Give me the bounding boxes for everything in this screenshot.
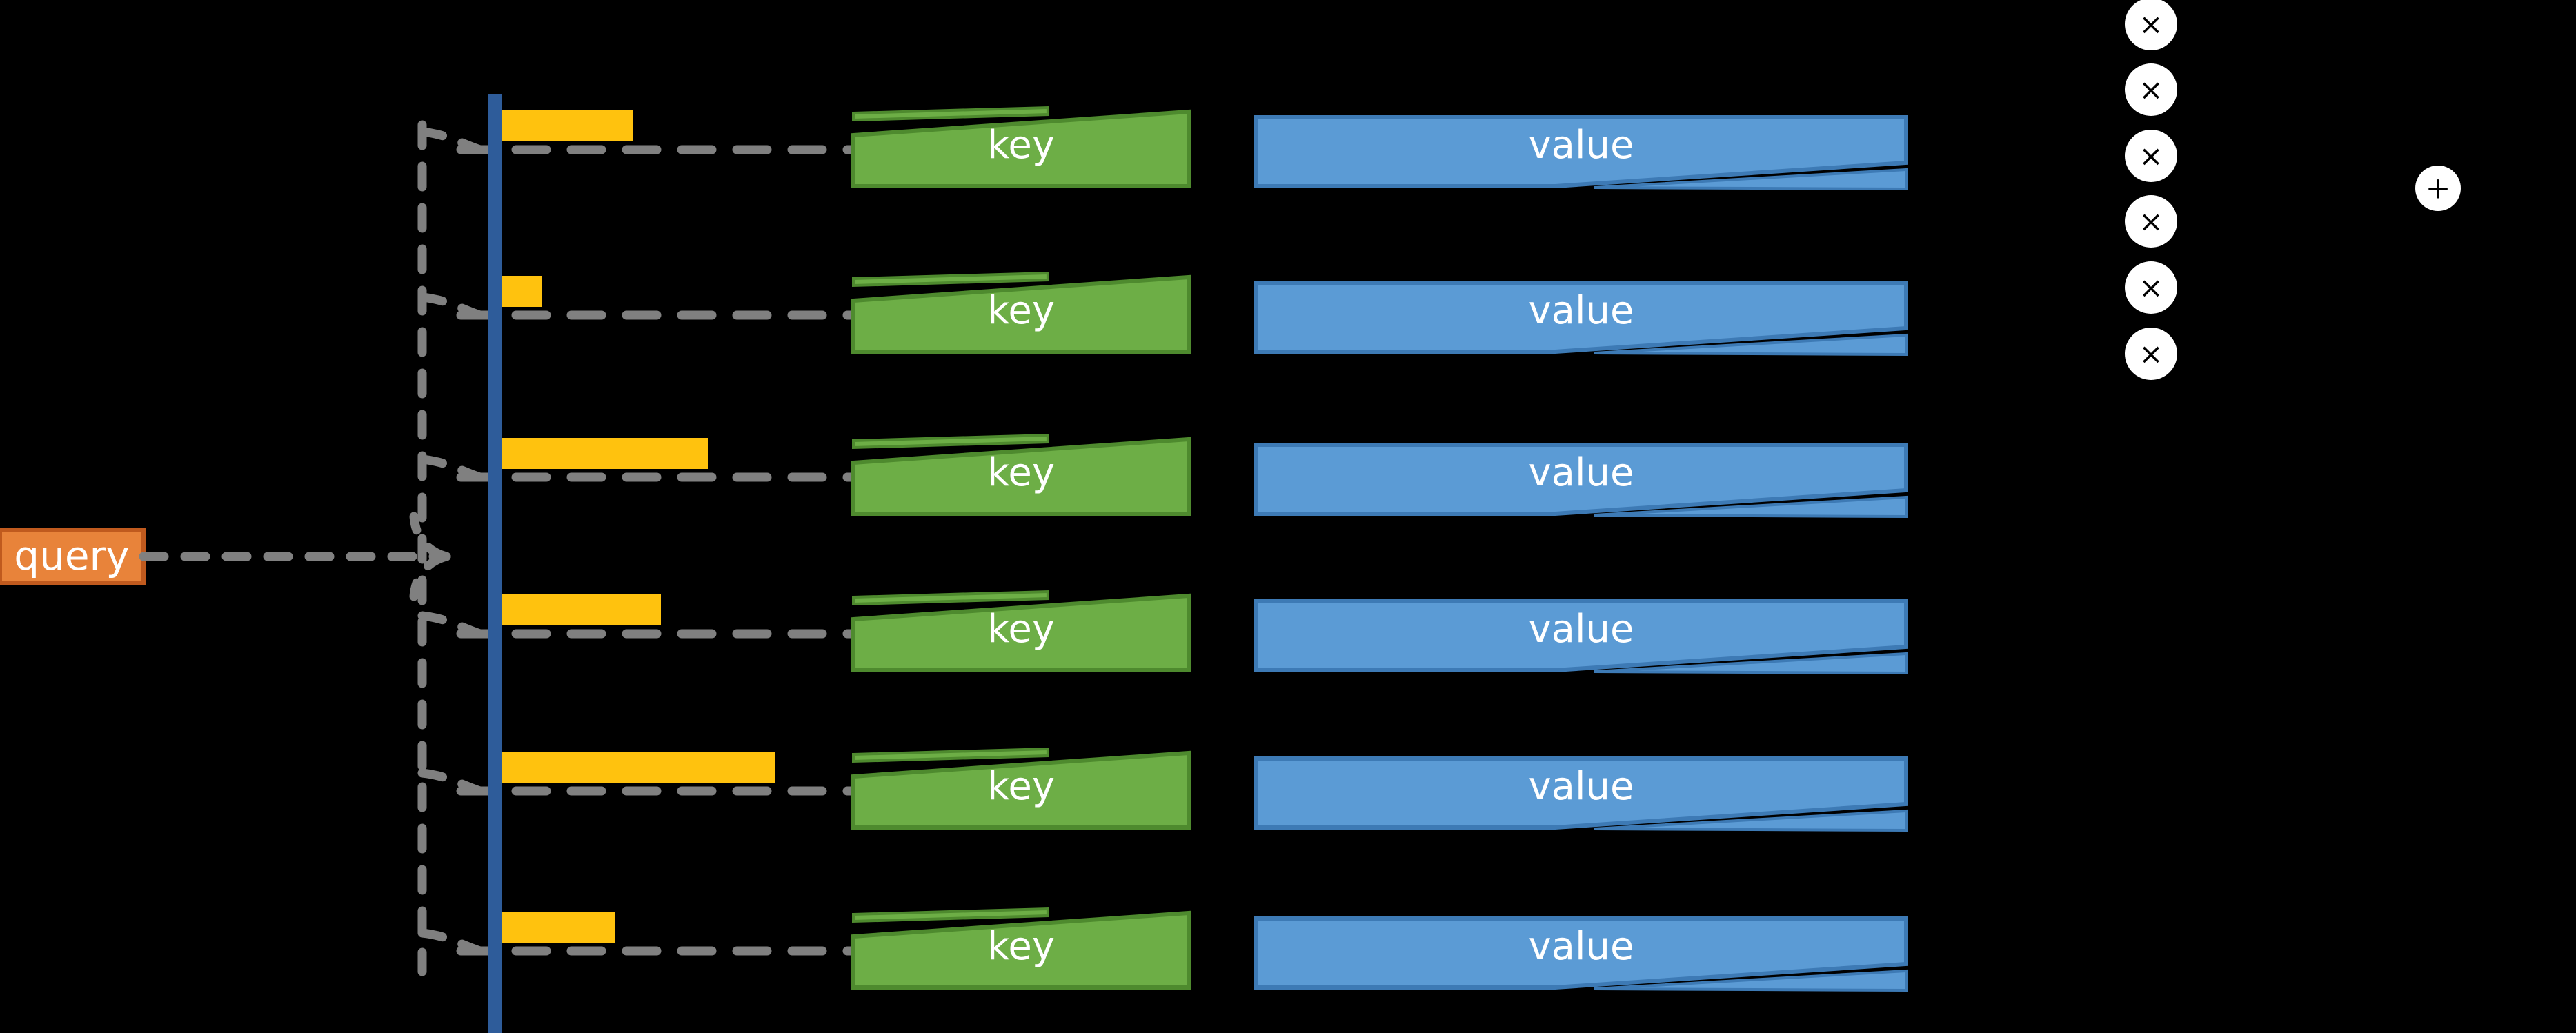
remove-entry-button[interactable] [2125, 195, 2177, 248]
key-card-back [852, 271, 1049, 288]
key-card-back [852, 590, 1049, 606]
remove-entry-button[interactable] [2125, 328, 2177, 380]
remove-entry-button[interactable] [2125, 63, 2177, 116]
key-box[interactable] [851, 274, 1191, 354]
plus-icon[interactable]: + [2426, 171, 2451, 206]
value-card-back [1594, 809, 1908, 832]
close-icon[interactable]: × [2139, 205, 2163, 239]
query-box[interactable] [0, 528, 146, 585]
query-fan-arm-down [409, 552, 451, 601]
key-box[interactable] [851, 437, 1191, 516]
value-card-back [1594, 969, 1908, 992]
key-box[interactable] [851, 593, 1191, 672]
key-card-back [852, 433, 1049, 450]
close-icon[interactable]: × [2139, 271, 2163, 305]
remove-entry-button[interactable] [2125, 0, 2177, 50]
attention-weight-bar [502, 276, 542, 307]
close-icon[interactable]: × [2139, 337, 2163, 371]
value-box[interactable] [1254, 443, 1908, 516]
value-box[interactable] [1254, 916, 1908, 990]
remove-entry-button[interactable] [2125, 261, 2177, 314]
value-card-back [1594, 168, 1908, 191]
attention-weight-bar [502, 752, 775, 783]
value-card-back [1594, 333, 1908, 357]
remove-entry-button[interactable] [2125, 130, 2177, 182]
value-card-back [1594, 495, 1908, 519]
attention-axis [488, 94, 502, 1033]
key-card-back [852, 907, 1049, 923]
add-entry-button[interactable] [2415, 166, 2461, 211]
key-card-back [852, 747, 1049, 763]
close-icon[interactable]: × [2139, 73, 2163, 107]
value-card-back [1594, 652, 1908, 675]
attention-weight-bar [502, 438, 708, 469]
key-box[interactable] [851, 750, 1191, 830]
key-box[interactable] [851, 910, 1191, 990]
value-box[interactable] [1254, 115, 1908, 188]
value-box[interactable] [1254, 756, 1908, 830]
close-icon[interactable]: × [2139, 139, 2163, 173]
attention-weight-bar [502, 594, 661, 625]
attention-weight-bar [502, 912, 615, 943]
attention-weight-bar [502, 110, 633, 141]
close-icon[interactable]: × [2139, 8, 2163, 41]
key-box[interactable] [851, 109, 1191, 188]
value-box[interactable] [1254, 281, 1908, 354]
value-box[interactable] [1254, 599, 1908, 672]
key-card-back [852, 106, 1049, 122]
